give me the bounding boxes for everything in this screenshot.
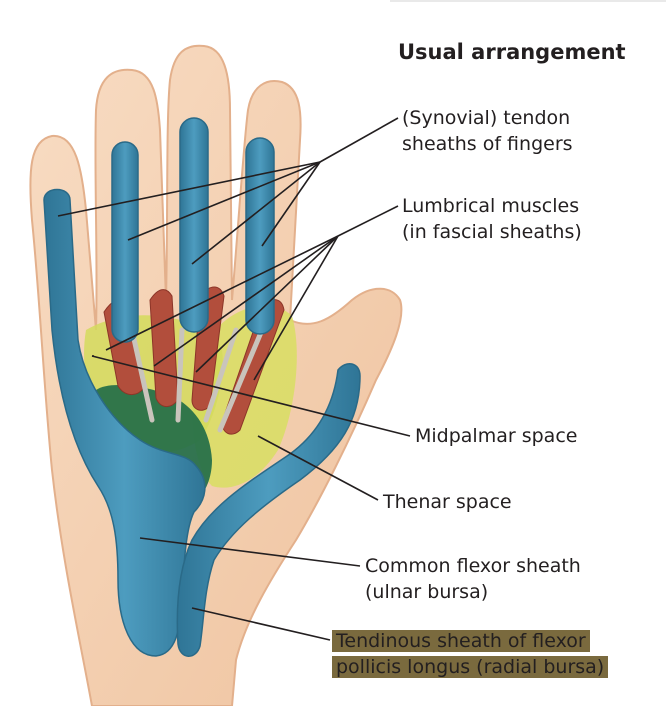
- label-tendon-sheaths-2: sheaths of fingers: [402, 133, 573, 155]
- label-common-flexor-2: (ulnar bursa): [365, 581, 489, 603]
- leader-lines: [57, 117, 411, 641]
- label-tendinous-sheath-2: pollicis longus (radial bursa): [332, 654, 609, 680]
- highlight-2: pollicis longus (radial bursa): [332, 656, 609, 678]
- label-tendinous-sheath-1: Tendinous sheath of flexor: [332, 628, 590, 654]
- label-thenar: Thenar space: [383, 491, 512, 513]
- diagram-title: Usual arrangement: [398, 40, 626, 64]
- radial-bursa: [176, 363, 361, 657]
- top-edge-line: [390, 0, 666, 2]
- flexor-tendons: [129, 327, 265, 433]
- label-tendon-sheaths-1: (Synovial) tendon: [402, 107, 571, 129]
- finger-tendon-sheaths: [111, 117, 275, 343]
- label-lumbrical-2: (in fascial sheaths): [402, 221, 582, 243]
- label-midpalmar: Midpalmar space: [415, 425, 578, 447]
- label-common-flexor-1: Common flexor sheath: [365, 555, 581, 577]
- highlight-1: Tendinous sheath of flexor: [332, 630, 590, 652]
- label-lumbrical-1: Lumbrical muscles: [402, 195, 580, 217]
